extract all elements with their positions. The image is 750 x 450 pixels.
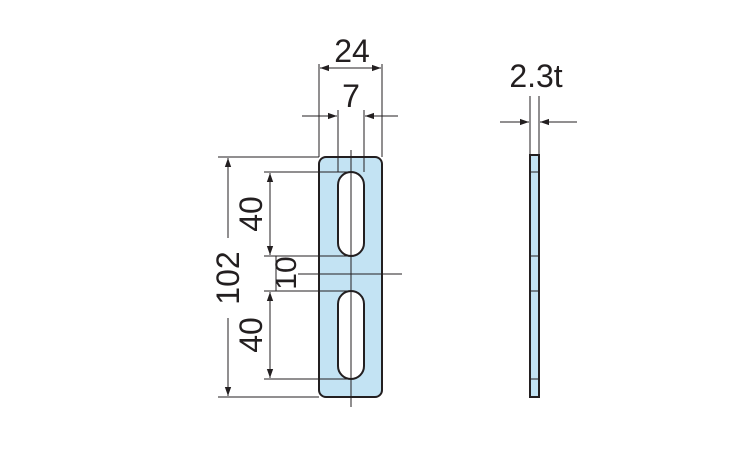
thickness-label: 2.3t (509, 58, 562, 94)
side-slot-edges (530, 171, 539, 380)
height-extension-lines (218, 156, 351, 398)
width-dimension (318, 64, 383, 157)
side-view: 2.3t (500, 58, 577, 398)
gap-label: 10 (270, 256, 303, 289)
slot-width-dimension (302, 110, 398, 172)
width-label: 24 (334, 33, 370, 69)
side-plate-outline (529, 154, 540, 398)
front-view: 24 7 102 40 (210, 33, 402, 407)
thickness-dimension (500, 96, 577, 155)
lower-slot-label: 40 (233, 317, 269, 353)
overall-height-label: 102 (210, 251, 246, 304)
slot-width-label: 7 (342, 78, 360, 114)
upper-slot-label: 40 (233, 196, 269, 232)
